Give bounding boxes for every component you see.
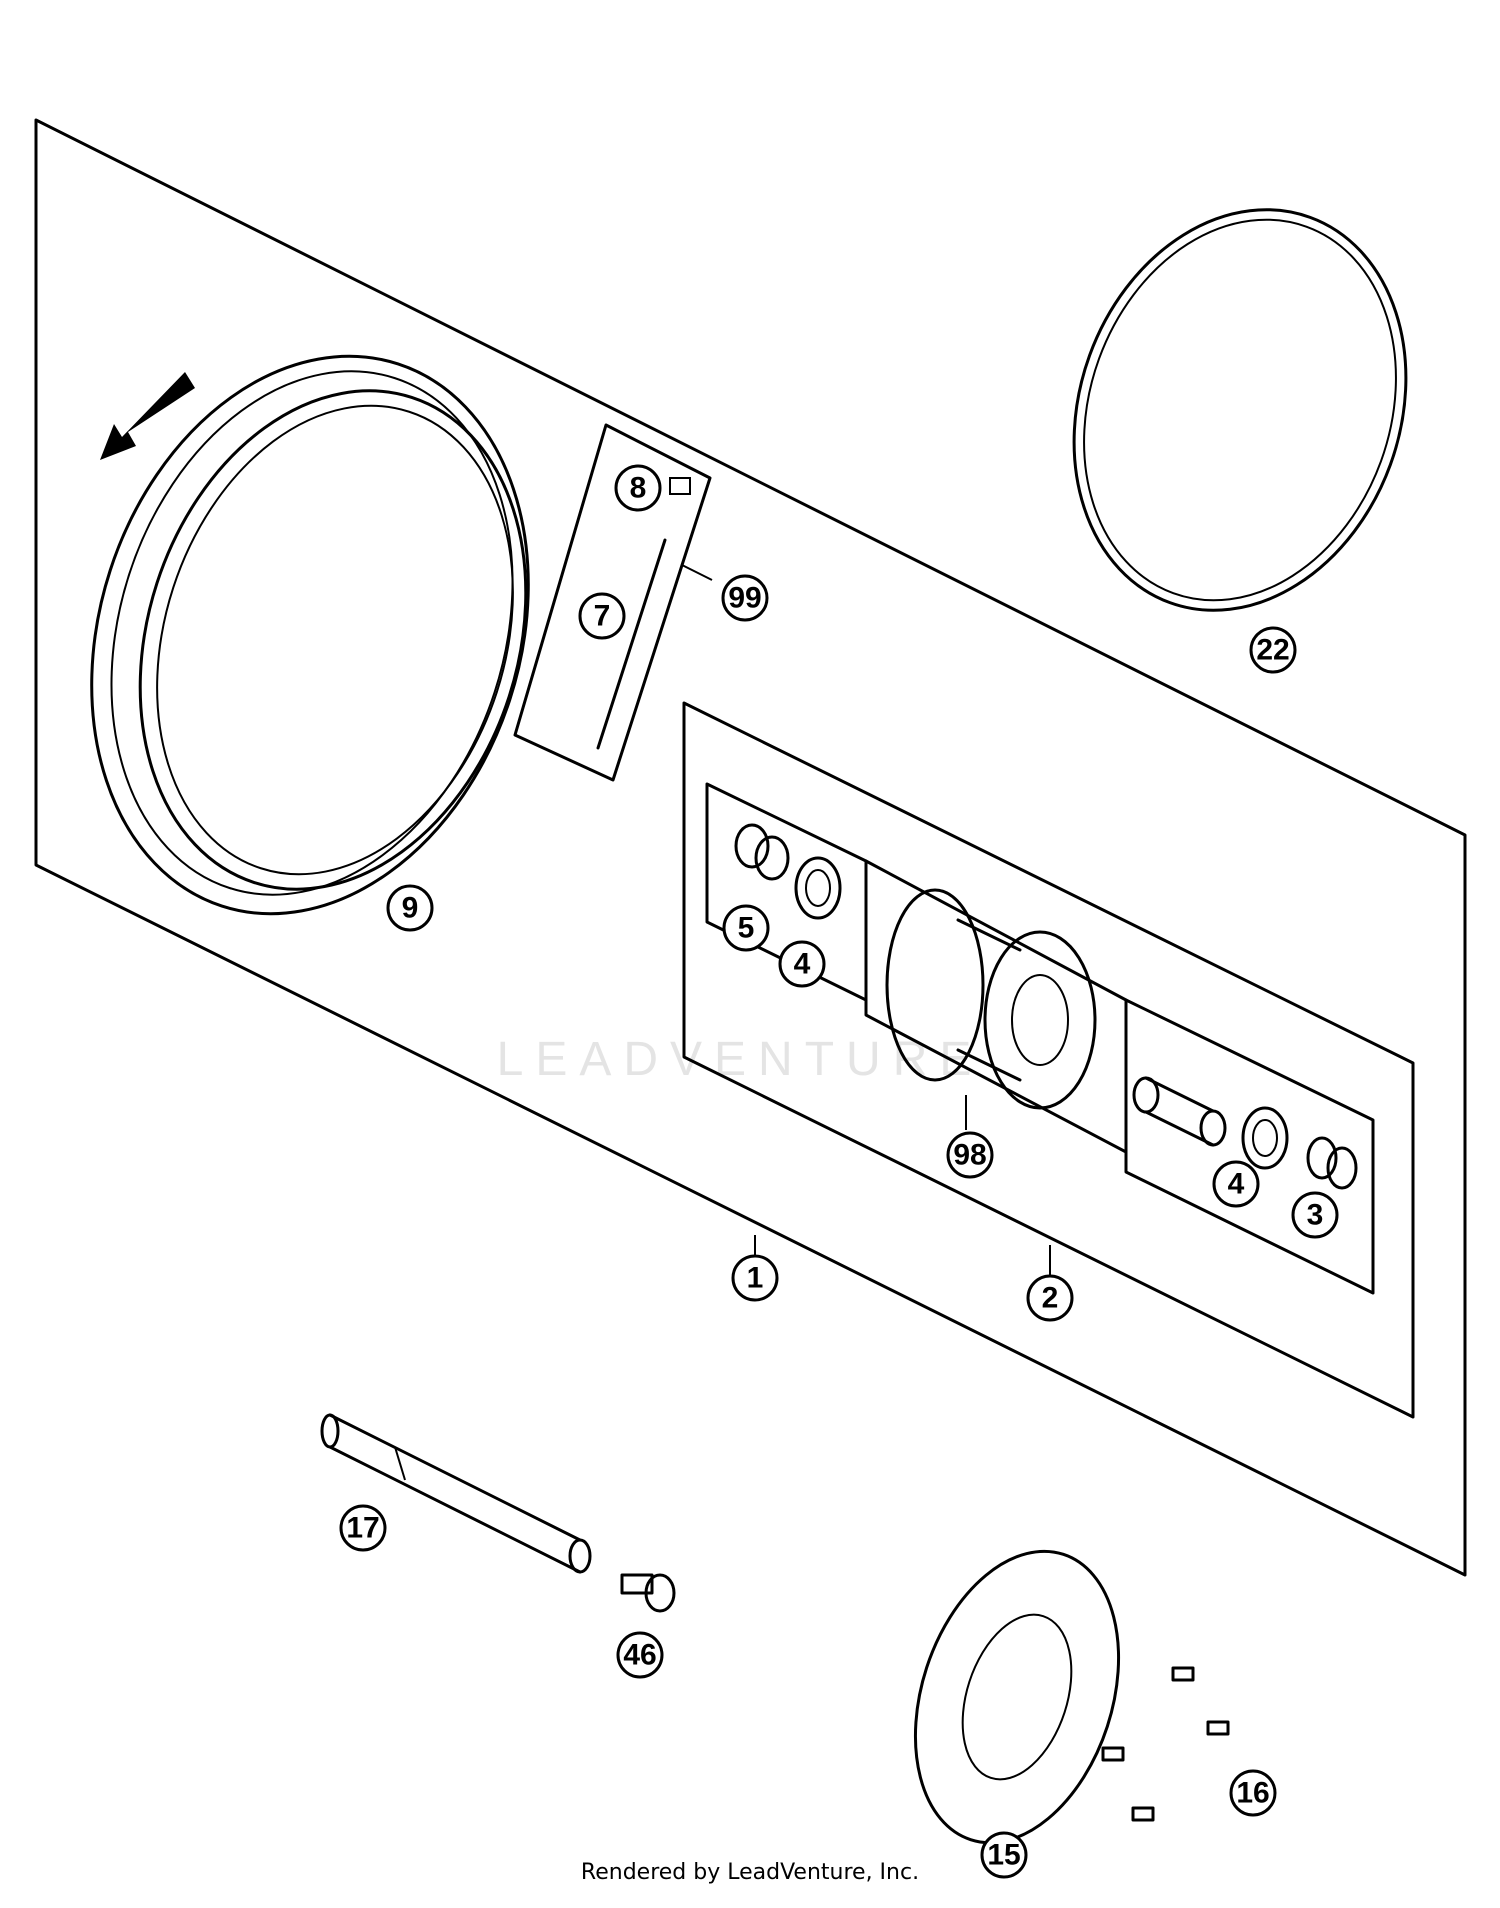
rotation-arrow-icon bbox=[100, 372, 195, 460]
callout-4-right: 4 bbox=[1212, 1160, 1260, 1208]
svg-text:7: 7 bbox=[594, 600, 611, 633]
svg-text:3: 3 bbox=[1307, 1199, 1324, 1232]
svg-text:99: 99 bbox=[728, 582, 761, 615]
svg-text:8: 8 bbox=[630, 472, 647, 505]
svg-text:1: 1 bbox=[747, 1262, 764, 1295]
axle-bolt bbox=[620, 1573, 676, 1613]
watermark: LEADVENTURE bbox=[497, 1033, 984, 1086]
callout-46: 46 bbox=[616, 1631, 664, 1679]
svg-text:17: 17 bbox=[346, 1512, 379, 1545]
callout-8: 8 bbox=[614, 464, 662, 512]
svg-text:2: 2 bbox=[1042, 1282, 1059, 1315]
rim bbox=[90, 354, 530, 916]
axle bbox=[320, 1413, 592, 1574]
svg-text:15: 15 bbox=[987, 1839, 1020, 1872]
assembly-panel bbox=[34, 118, 1467, 1577]
svg-text:98: 98 bbox=[953, 1139, 986, 1172]
callout-3: 3 bbox=[1291, 1191, 1339, 1239]
disc-screws bbox=[1101, 1666, 1230, 1822]
bearing-right bbox=[1241, 1106, 1289, 1170]
spoke bbox=[596, 538, 667, 750]
callout-16: 16 bbox=[1229, 1769, 1277, 1817]
spacer-right bbox=[1306, 1136, 1358, 1190]
callout-7: 7 bbox=[578, 592, 626, 640]
callout-17: 17 bbox=[339, 1504, 387, 1552]
callout-22: 22 bbox=[1249, 626, 1297, 674]
brake-disc bbox=[913, 1549, 1121, 1845]
callout-4-left: 4 bbox=[778, 940, 826, 988]
spoke-nipple bbox=[669, 477, 691, 495]
callout-98: 98 bbox=[946, 1131, 994, 1179]
svg-text:16: 16 bbox=[1236, 1777, 1269, 1810]
svg-text:46: 46 bbox=[623, 1639, 656, 1672]
callout-1: 1 bbox=[731, 1254, 779, 1302]
rim-tape bbox=[1072, 208, 1408, 612]
spacer-left bbox=[734, 823, 790, 881]
hub-body-panel bbox=[864, 859, 1128, 1154]
spoke-panel bbox=[513, 423, 712, 782]
svg-text:9: 9 bbox=[402, 892, 419, 925]
callout-15: 15 bbox=[980, 1831, 1028, 1879]
axle-spacer bbox=[1132, 1076, 1227, 1147]
callout-2: 2 bbox=[1026, 1274, 1074, 1322]
bearing-left bbox=[794, 856, 842, 920]
svg-text:4: 4 bbox=[1228, 1168, 1245, 1201]
footer-credit: Rendered by LeadVenture, Inc. bbox=[580, 1860, 920, 1885]
bearing-panel-right bbox=[1124, 998, 1375, 1295]
svg-text:5: 5 bbox=[738, 912, 755, 945]
svg-text:4: 4 bbox=[794, 948, 811, 981]
svg-text:22: 22 bbox=[1256, 634, 1289, 667]
hub bbox=[885, 888, 1097, 1110]
callout-5: 5 bbox=[722, 904, 770, 952]
callout-99: 99 bbox=[721, 574, 769, 622]
hub-panel bbox=[682, 701, 1415, 1419]
callout-9: 9 bbox=[386, 884, 434, 932]
